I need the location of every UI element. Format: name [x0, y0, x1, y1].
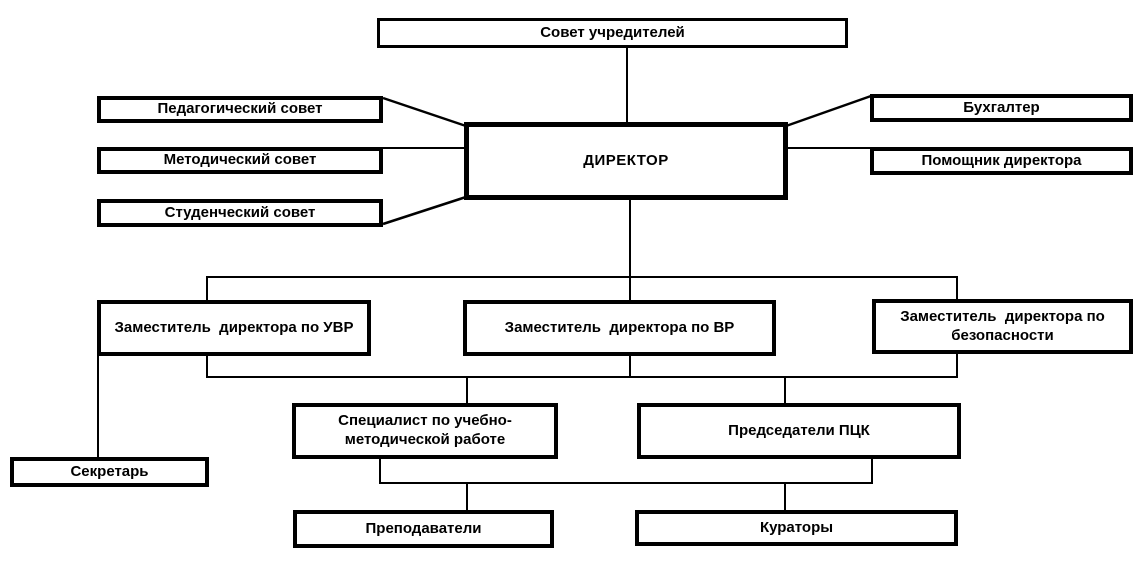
node-student-council: Студенческий совет	[97, 199, 383, 227]
connector-deputies-bus-top	[206, 276, 958, 278]
node-secretary: Секретарь	[10, 457, 209, 487]
node-deputy-director-vr: Заместитель директора по ВР	[463, 300, 776, 356]
node-curators: Кураторы	[635, 510, 958, 546]
connector-security-drop	[956, 276, 958, 302]
node-accountant: Бухгалтер	[870, 94, 1133, 122]
node-deputy-director-security: Заместитель директора по безопасности	[872, 299, 1133, 354]
connector-uvr-secretary	[97, 356, 99, 458]
connector-pck-drop	[784, 376, 786, 404]
connector-founders-director	[626, 48, 628, 124]
node-teachers: Преподаватели	[293, 510, 554, 548]
node-methodical-council: Методический совет	[97, 147, 383, 174]
connector-curators-drop	[784, 482, 786, 511]
connector-bottom-bus	[379, 482, 873, 484]
node-founders-council: Совет учредителей	[377, 18, 848, 48]
connector-security-down	[956, 353, 958, 378]
connector-pck-down	[871, 458, 873, 484]
connector-student-director	[382, 195, 467, 226]
connector-specialist-down	[379, 458, 381, 484]
connector-specialist-drop	[466, 376, 468, 404]
connector-uvr-drop	[206, 276, 208, 302]
node-methodology-specialist: Специалист по учебно- методической работ…	[292, 403, 558, 459]
connector-teachers-drop	[466, 482, 468, 511]
connector-director-assistant	[787, 147, 871, 149]
connector-deputies-bus-bottom	[206, 376, 958, 378]
node-director-assistant: Помощник директора	[870, 147, 1133, 175]
node-director: ДИРЕКТОР	[464, 122, 788, 200]
node-deputy-director-uvr: Заместитель директора по УВР	[97, 300, 371, 356]
connector-methodical-director	[383, 147, 465, 149]
connector-pedagogical-director	[382, 96, 467, 128]
connector-uvr-down	[206, 355, 208, 378]
connector-vr-down	[629, 355, 631, 378]
node-pck-chairs: Председатели ПЦК	[637, 403, 961, 459]
node-pedagogical-council: Педагогический совет	[97, 96, 383, 123]
connector-director-deputies	[629, 199, 631, 302]
connector-director-accountant	[785, 94, 872, 128]
